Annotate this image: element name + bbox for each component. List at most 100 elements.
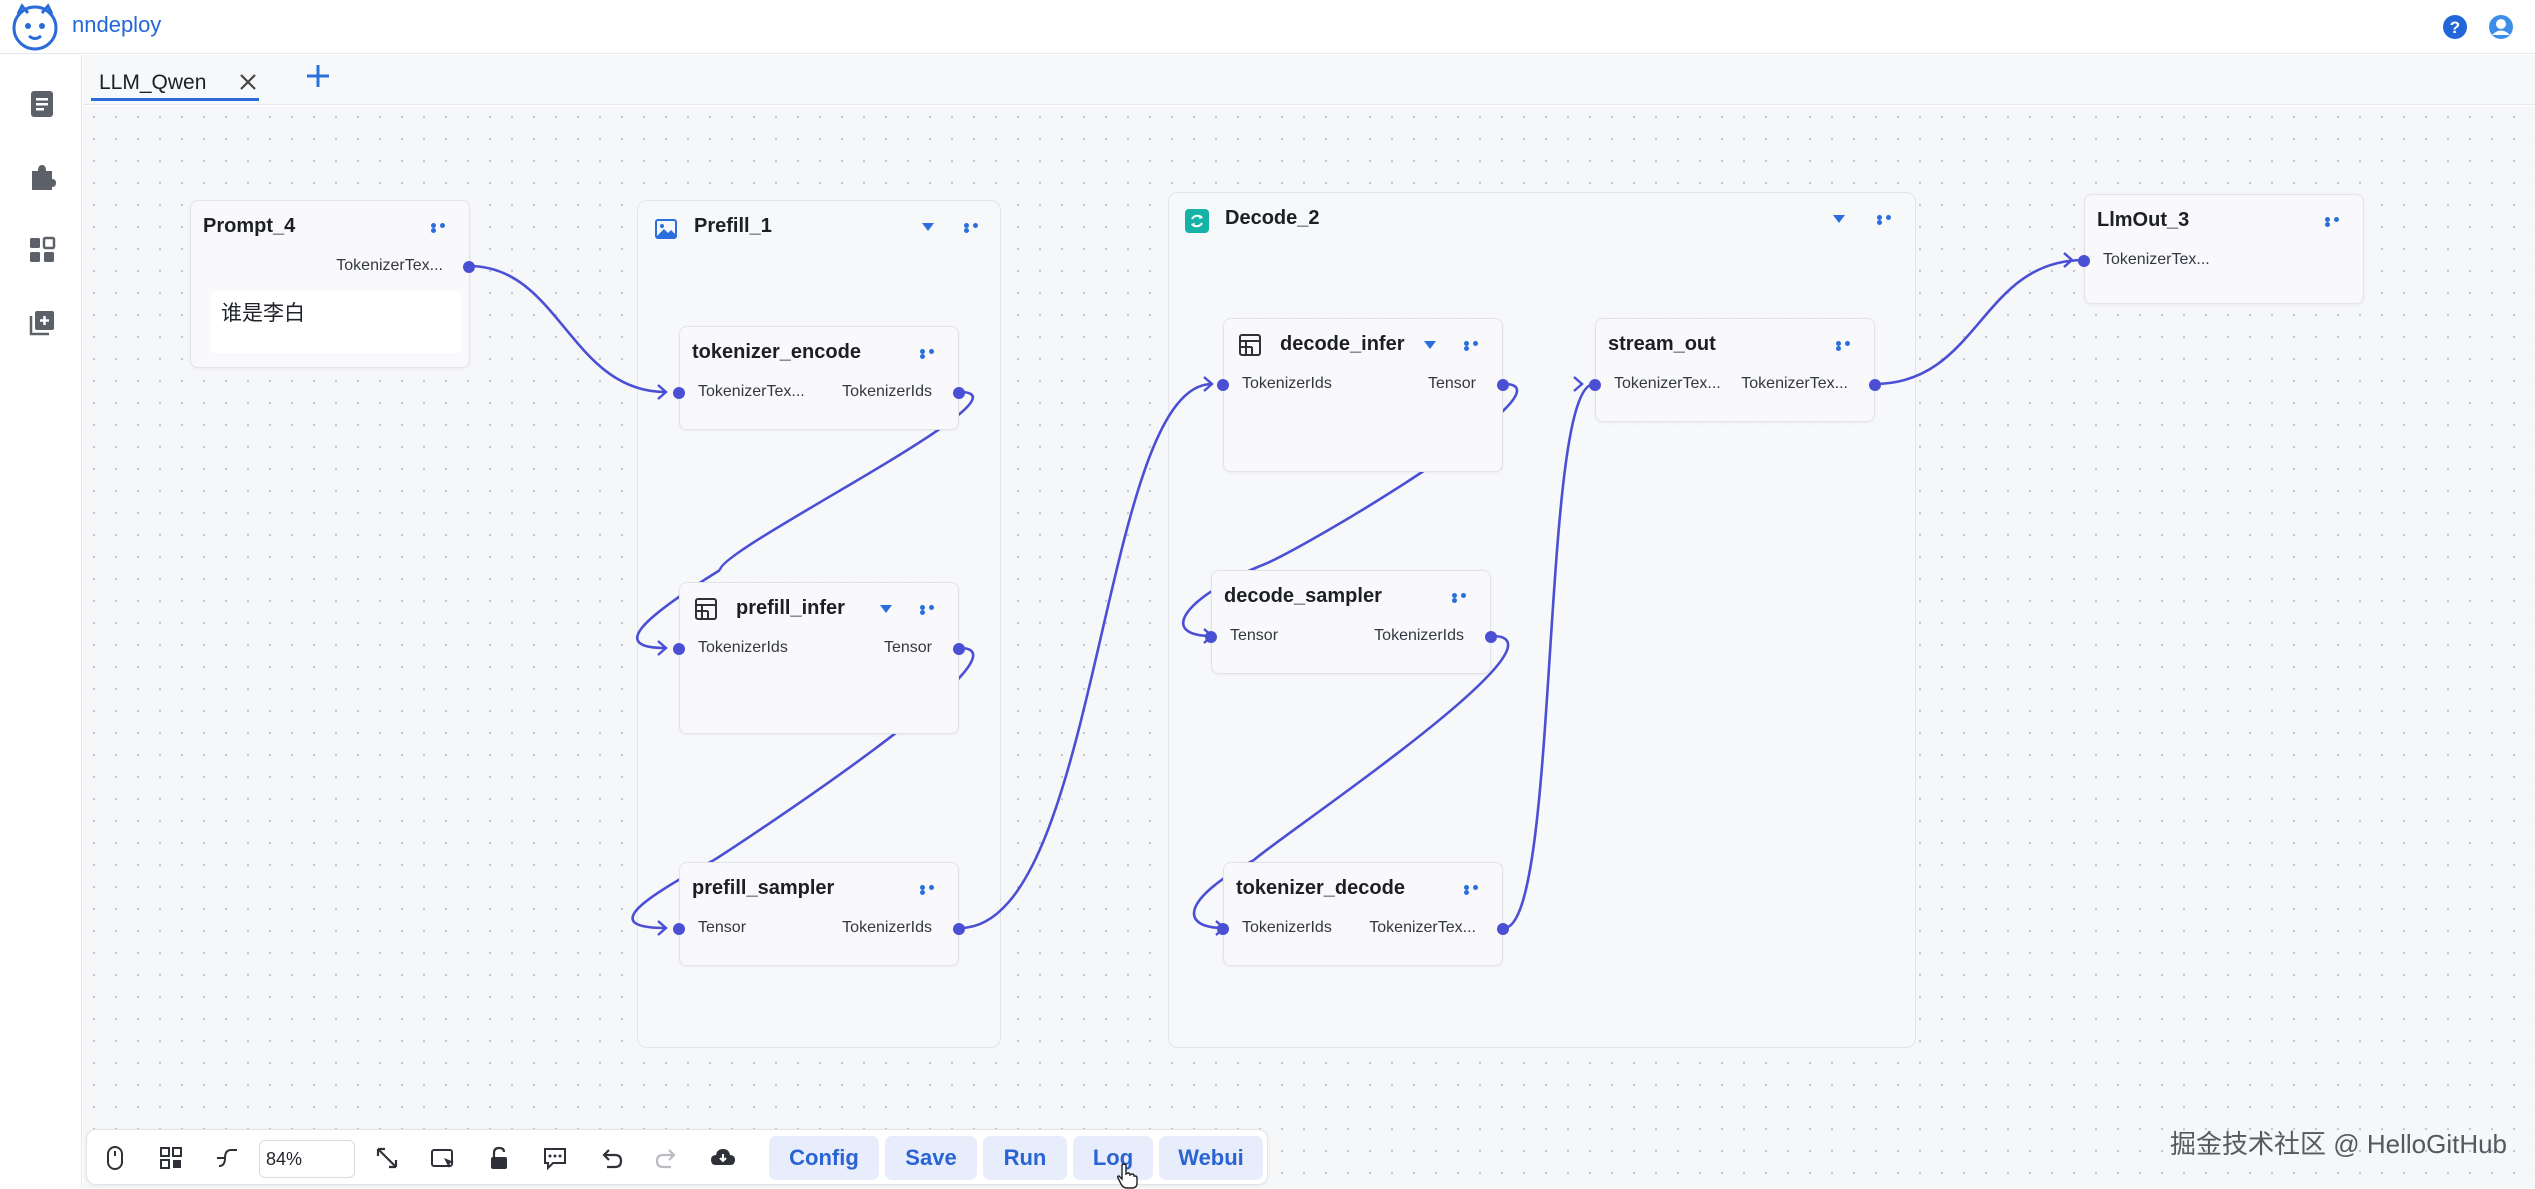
prompt-text: 谁是李白	[221, 302, 305, 325]
node-prefill-infer[interactable]: prefill_infer TokenizerIds Tensor	[673, 582, 965, 734]
zoom-input[interactable]	[266, 1147, 346, 1171]
node-stream-out[interactable]: stream_out TokenizerTex... TokenizerTex.…	[1589, 318, 1881, 422]
mouse-icon[interactable]	[101, 1144, 129, 1172]
cloud-download-icon[interactable]	[709, 1144, 737, 1172]
node-prompt[interactable]: Prompt_4 TokenizerTex... 谁是李白	[190, 200, 475, 368]
input-port-label: Tensor	[1230, 627, 1279, 644]
zoom-field[interactable]	[259, 1140, 355, 1178]
lock-icon[interactable]	[485, 1144, 513, 1172]
output-port[interactable]	[1485, 631, 1497, 643]
input-port[interactable]	[1589, 379, 1601, 391]
node-llm-out[interactable]: LlmOut_3 TokenizerTex...	[2078, 194, 2364, 304]
line-style-icon[interactable]	[213, 1144, 241, 1172]
input-port[interactable]	[1205, 631, 1217, 643]
input-port-label: TokenizerTex...	[1614, 375, 1721, 392]
input-port-label: TokenizerIds	[1242, 375, 1332, 392]
input-port[interactable]	[1217, 923, 1229, 935]
input-port-label: TokenizerIds	[698, 639, 788, 656]
add-copy-icon[interactable]	[26, 307, 58, 339]
node-decode-sampler[interactable]: decode_sampler Tensor TokenizerIds	[1205, 570, 1497, 674]
input-port[interactable]	[2078, 255, 2090, 267]
node-title: prefill_infer	[736, 597, 845, 619]
output-port[interactable]	[1497, 923, 1509, 935]
run-button[interactable]: Run	[983, 1136, 1067, 1180]
output-port[interactable]	[1869, 379, 1881, 391]
group-title: Prefill_1	[694, 215, 772, 237]
more-icon[interactable]	[431, 223, 455, 233]
more-icon[interactable]	[1877, 215, 1901, 225]
document-icon[interactable]	[26, 88, 58, 120]
node-title: prefill_sampler	[692, 877, 835, 899]
output-port[interactable]	[953, 923, 965, 935]
undo-icon[interactable]	[597, 1144, 625, 1172]
fit-view-icon[interactable]	[373, 1144, 401, 1172]
more-icon[interactable]	[920, 885, 944, 895]
node-title: LlmOut_3	[2097, 209, 2190, 231]
node-tokenizer-decode[interactable]: tokenizer_decode TokenizerIds TokenizerT…	[1217, 862, 1509, 966]
node-decode-infer[interactable]: decode_infer TokenizerIds Tensor	[1217, 318, 1509, 472]
help-icon[interactable]: ?	[2441, 13, 2469, 41]
input-port[interactable]	[673, 643, 685, 655]
chevron-down-icon[interactable]	[922, 223, 934, 231]
input-port[interactable]	[673, 387, 685, 399]
input-port-label: TokenizerIds	[1242, 919, 1332, 936]
more-icon[interactable]	[1836, 341, 1860, 351]
tab-bar: LLM_Qwen	[83, 55, 2535, 105]
chevron-down-icon[interactable]	[880, 605, 892, 613]
webui-button[interactable]: Webui	[1159, 1136, 1263, 1180]
output-port-label: TokenizerTex...	[336, 257, 443, 274]
output-port[interactable]	[1497, 379, 1509, 391]
output-port[interactable]	[463, 261, 475, 273]
more-icon[interactable]	[1452, 593, 1476, 603]
plus-icon[interactable]	[303, 61, 333, 91]
node-prefill-sampler[interactable]: prefill_sampler Tensor TokenizerIds	[673, 862, 965, 966]
comment-icon[interactable]	[541, 1144, 569, 1172]
select-icon[interactable]	[429, 1144, 457, 1172]
close-icon[interactable]	[237, 71, 259, 93]
output-port-label: Tensor	[883, 639, 932, 656]
input-port-label: TokenizerTex...	[2103, 251, 2210, 268]
more-icon[interactable]	[964, 223, 988, 233]
user-icon[interactable]	[2487, 13, 2515, 41]
image-icon	[655, 219, 677, 239]
output-port-label: Tensor	[1427, 375, 1476, 392]
table-icon	[1239, 334, 1261, 356]
header: nndeploy ?	[0, 0, 2535, 54]
input-port[interactable]	[673, 923, 685, 935]
bottom-toolbar: Config Save Run Log Webui	[86, 1129, 1268, 1185]
node-title: decode_sampler	[1224, 585, 1382, 607]
output-port[interactable]	[953, 643, 965, 655]
more-icon[interactable]	[1464, 885, 1488, 895]
redo-icon[interactable]	[653, 1144, 681, 1172]
output-port[interactable]	[953, 387, 965, 399]
minimap-icon[interactable]	[157, 1144, 185, 1172]
left-sidebar	[0, 55, 82, 1188]
node-title: decode_infer	[1280, 333, 1405, 355]
node-title: Prompt_4	[203, 215, 296, 237]
node-tokenizer-encode[interactable]: tokenizer_encode TokenizerTex... Tokeniz…	[673, 326, 965, 430]
more-icon[interactable]	[1464, 341, 1488, 351]
log-button[interactable]: Log	[1073, 1136, 1153, 1180]
more-icon[interactable]	[2325, 217, 2349, 227]
plugin-icon[interactable]	[26, 161, 58, 193]
save-button[interactable]: Save	[885, 1136, 977, 1180]
tab-label: LLM_Qwen	[99, 71, 207, 94]
svg-text:?: ?	[2450, 18, 2460, 37]
more-icon[interactable]	[920, 349, 944, 359]
chevron-down-icon[interactable]	[1833, 215, 1845, 223]
grid-icon[interactable]	[26, 234, 58, 266]
tab-llm-qwen[interactable]: LLM_Qwen	[91, 61, 259, 101]
hand-cursor-icon	[1116, 1163, 1138, 1189]
logo-icon	[12, 3, 58, 51]
config-button[interactable]: Config	[769, 1136, 879, 1180]
table-icon	[695, 598, 717, 620]
output-port-label: TokenizerTex...	[1369, 919, 1476, 936]
prompt-text-field[interactable]: 谁是李白	[211, 291, 461, 353]
node-title: stream_out	[1608, 333, 1716, 355]
output-port-label: TokenizerIds	[842, 383, 932, 400]
input-port[interactable]	[1217, 379, 1229, 391]
node-title: tokenizer_decode	[1236, 877, 1405, 899]
chevron-down-icon[interactable]	[1424, 341, 1436, 349]
more-icon[interactable]	[920, 605, 944, 615]
